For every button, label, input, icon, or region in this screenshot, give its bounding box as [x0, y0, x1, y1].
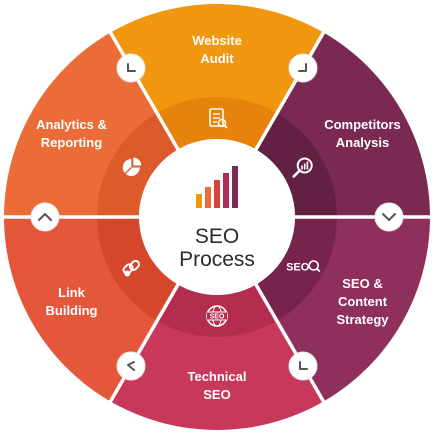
flow-arrow-icon [288, 351, 318, 381]
segment-divider [107, 281, 181, 405]
segment-divider [253, 29, 327, 153]
segment-inner-website-audit [157, 96, 277, 150]
pie-chart-icon [122, 157, 142, 176]
segment-inner-seo-content-strategy [256, 217, 337, 321]
center-title-line2: Process [179, 248, 255, 271]
segment-label-link-building: Link [58, 285, 85, 300]
segment-label-technical-seo: SEO [203, 387, 230, 402]
seo-search-icon-text: SEO [286, 262, 310, 274]
center-bar [205, 187, 211, 208]
flow-arrow-icon [116, 53, 146, 83]
segment-label-website-audit: Audit [200, 51, 234, 66]
center-bar [223, 173, 229, 208]
center-bar [196, 194, 202, 208]
flow-arrow-icon [30, 202, 60, 232]
segment-label-analytics-reporting: Analytics & [36, 117, 107, 132]
center-bar [232, 166, 238, 208]
bar-chart-icon [196, 166, 238, 208]
segment-label-link-building: Building [46, 303, 98, 318]
segment-label-analytics-reporting: Reporting [41, 135, 102, 150]
flow-arrow-icon [374, 202, 404, 232]
segment-inner-technical-seo [157, 284, 277, 337]
center-title-line1: SEO [195, 225, 239, 248]
segment-label-competitors-analysis: Competitors [324, 117, 401, 132]
flow-arrow-icon [116, 351, 146, 381]
flow-arrow-icon [288, 53, 318, 83]
segment-divider [253, 281, 327, 405]
segment-divider [107, 29, 181, 153]
segment-label-seo-content-strategy: Strategy [336, 312, 389, 327]
segment-label-website-audit: Website [192, 33, 242, 48]
segment-label-technical-seo: Technical [187, 369, 246, 384]
audit-clipboard-icon [209, 108, 228, 129]
segment-label-seo-content-strategy: Content [338, 294, 388, 309]
seo-search-icon: SEO [286, 260, 321, 274]
seo-globe-icon-text: SEO [210, 314, 225, 321]
segment-inner-link-building [97, 217, 178, 321]
center-bar [214, 180, 220, 208]
seo-globe-icon: SEO [206, 305, 228, 327]
link-chain-icon [122, 259, 141, 277]
magnifier-chart-icon [292, 157, 313, 178]
segment-inner-competitors-analysis [256, 113, 337, 217]
segment-label-competitors-analysis: Analysis [336, 135, 389, 150]
segment-label-seo-content-strategy: SEO & [342, 276, 382, 291]
center-hub: SEO Process [139, 139, 295, 295]
